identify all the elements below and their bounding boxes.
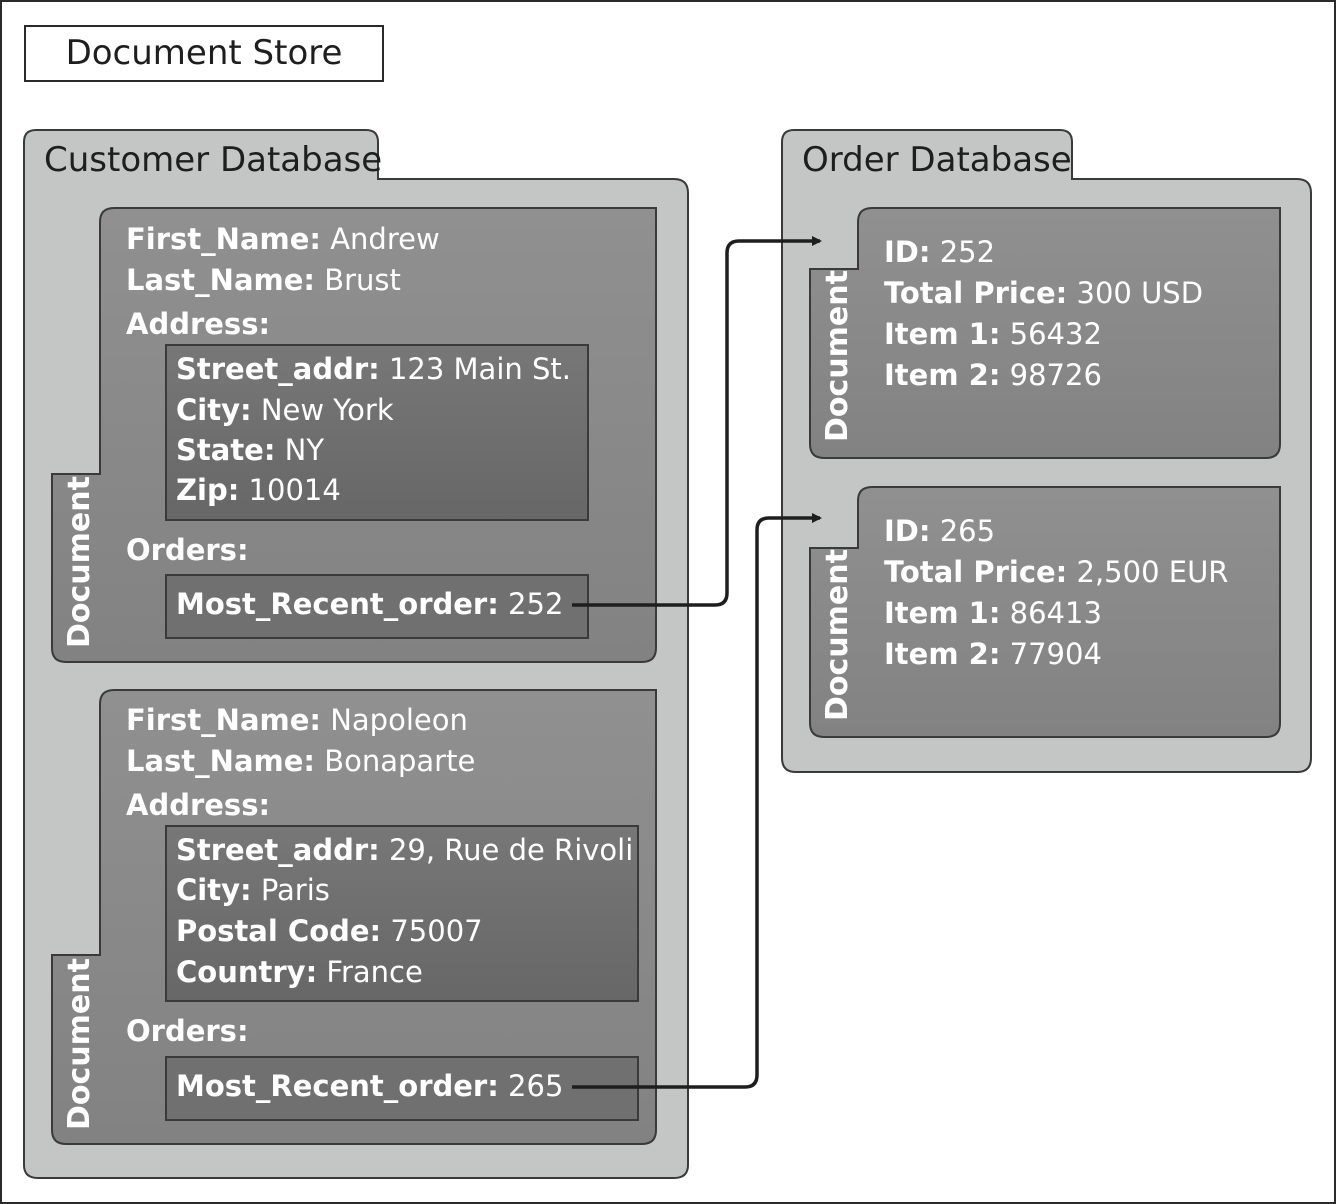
- item-2-field: Item 2: 98726: [884, 358, 1102, 392]
- address-box-1: [165, 344, 589, 521]
- address-label: Address:: [126, 307, 271, 341]
- country-field: Country: France: [176, 955, 423, 989]
- item-1-field: Item 1: 56432: [884, 317, 1102, 351]
- document-label-order-2: Document: [820, 549, 855, 721]
- item-2-field: Item 2: 77904: [884, 637, 1102, 671]
- reference-arrow-265: [572, 513, 822, 1089]
- document-label-order-1: Document: [820, 270, 855, 442]
- orders-box-2: [165, 1056, 639, 1121]
- document-store-title: Document Store: [24, 25, 384, 82]
- city-field: City: New York: [176, 393, 394, 427]
- address-label: Address:: [126, 788, 271, 822]
- order-database-label: Order Database: [802, 140, 1072, 180]
- order-id-field: ID: 252: [884, 235, 996, 269]
- order-document-2: [809, 486, 1281, 738]
- last-name-field: Last_Name: Bonaparte: [126, 744, 476, 778]
- total-price-field: Total Price: 2,500 EUR: [884, 555, 1229, 589]
- reference-arrow-252: [572, 236, 822, 607]
- first-name-field: First_Name: Andrew: [126, 222, 440, 256]
- first-name-field: First_Name: Napoleon: [126, 703, 468, 737]
- zip-field: Zip: 10014: [176, 473, 341, 507]
- state-field: State: NY: [176, 433, 325, 467]
- total-price-field: Total Price: 300 USD: [884, 276, 1204, 310]
- order-id-field: ID: 265: [884, 514, 996, 548]
- last-name-field: Last_Name: Brust: [126, 263, 401, 297]
- most-recent-order-field: Most_Recent_order: 265: [176, 1069, 564, 1103]
- city-field: City: Paris: [176, 873, 330, 907]
- orders-label: Orders:: [126, 533, 249, 567]
- item-1-field: Item 1: 86413: [884, 596, 1102, 630]
- document-label-customer-1: Document: [62, 476, 97, 648]
- address-box-2: [165, 825, 639, 1002]
- postal-code-field: Postal Code: 75007: [176, 914, 483, 948]
- street-addr-field: Street_addr: 29, Rue de Rivoli: [176, 833, 634, 867]
- orders-box-1: [165, 574, 589, 639]
- document-label-customer-2: Document: [62, 958, 97, 1130]
- street-addr-field: Street_addr: 123 Main St.: [176, 352, 571, 386]
- order-document-1: [809, 207, 1281, 459]
- orders-label: Orders:: [126, 1014, 249, 1048]
- most-recent-order-field: Most_Recent_order: 252: [176, 587, 564, 621]
- customer-database-label: Customer Database: [44, 140, 383, 180]
